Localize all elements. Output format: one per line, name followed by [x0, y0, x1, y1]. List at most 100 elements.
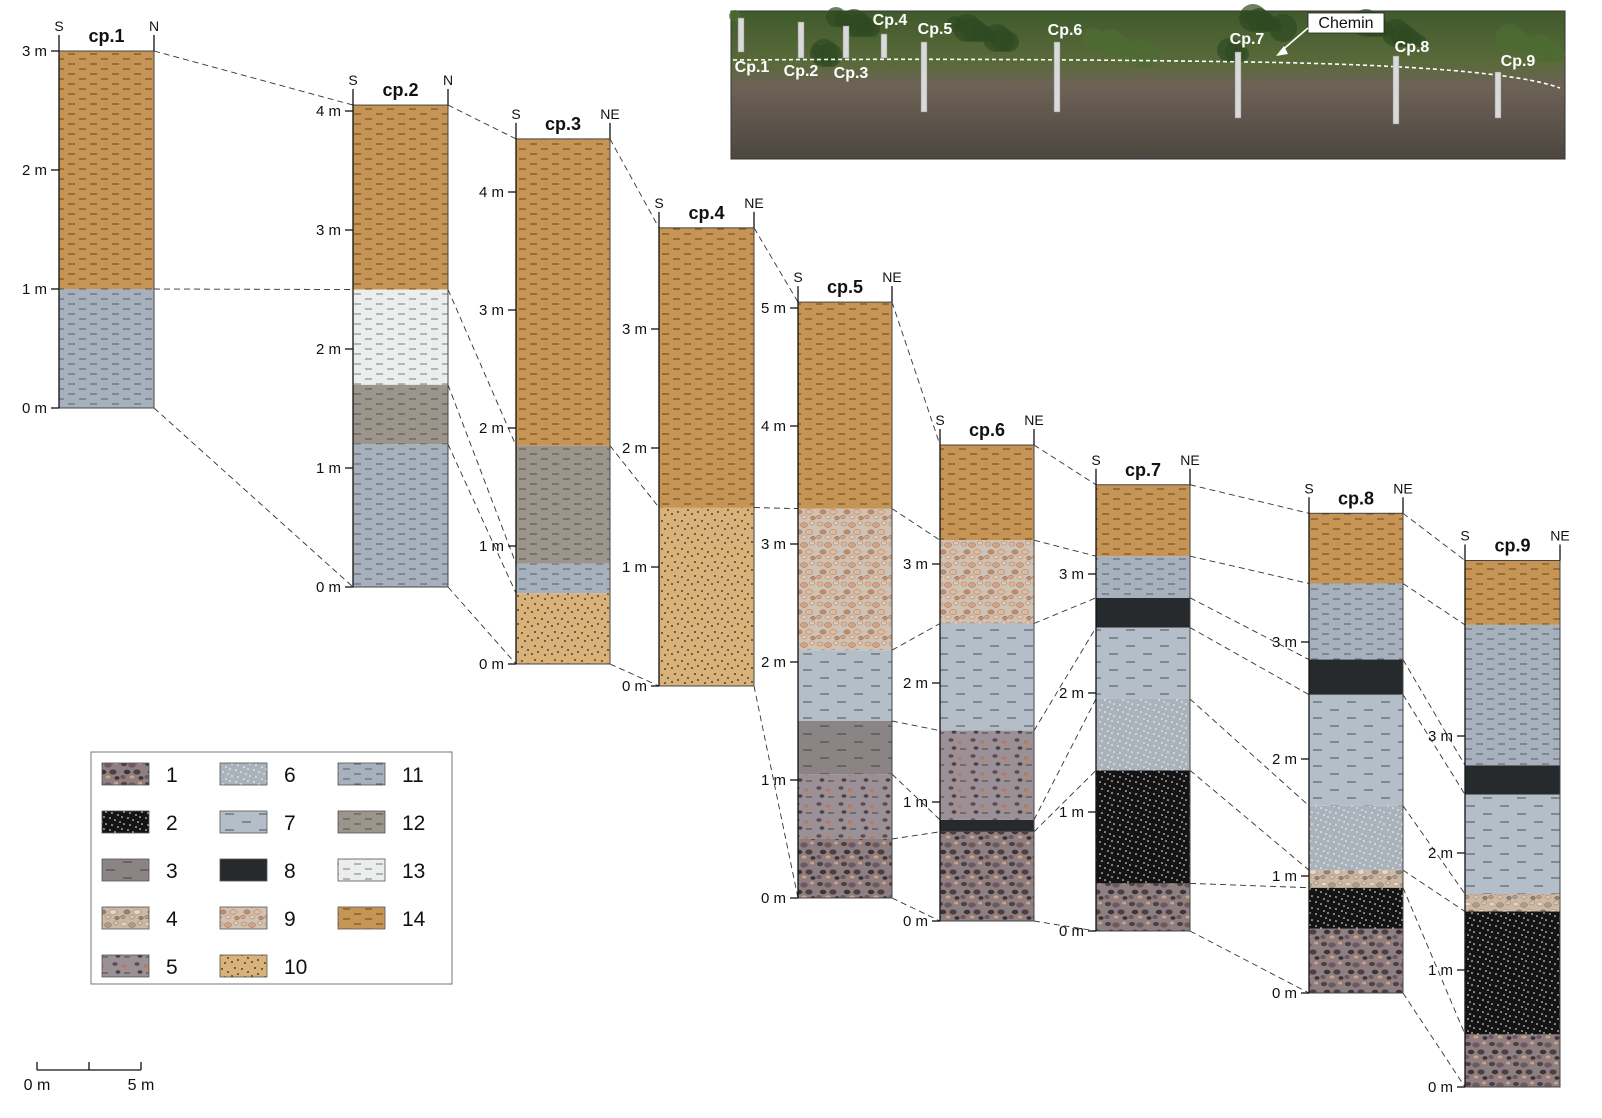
tick-label: 1 m [316, 460, 341, 477]
layer-8 [940, 819, 1034, 832]
tick-label: 5 m [761, 300, 786, 317]
legend-label: 6 [284, 764, 296, 787]
column-label: cp.5 [827, 277, 863, 297]
tick-label: 3 m [1059, 566, 1084, 583]
tick-label: 0 m [22, 400, 47, 417]
layer-7 [1465, 794, 1560, 894]
layer-12 [516, 445, 610, 564]
legend-swatch-8 [219, 858, 268, 882]
layer-2 [1096, 770, 1190, 884]
direction-label: N [149, 18, 159, 34]
correlation-line [447, 104, 517, 140]
layer-2 [1465, 911, 1560, 1035]
correlation-line [1189, 770, 1310, 871]
correlation-line [1033, 597, 1097, 624]
layer-14 [353, 105, 448, 290]
legend-label: 10 [284, 956, 307, 979]
correlation-line [753, 507, 799, 510]
tick-label: 3 m [1428, 728, 1453, 745]
correlation-line [753, 227, 799, 303]
legend-swatch-11 [337, 762, 386, 786]
layer-11 [59, 289, 154, 408]
direction-label: S [511, 106, 520, 122]
column-label: cp.9 [1494, 536, 1530, 556]
tick-label: 2 m [22, 162, 47, 179]
correlation-line [1033, 627, 1097, 731]
legend-label: 5 [166, 956, 178, 979]
profile-marker [842, 25, 850, 59]
layer-14 [1096, 484, 1190, 557]
correlation-line [1402, 512, 1466, 561]
layer-12 [353, 384, 448, 445]
legend-label: 2 [166, 812, 178, 835]
tick-label: 2 m [479, 420, 504, 437]
correlation-line [153, 407, 354, 588]
profile-marker [1053, 41, 1061, 113]
photo-profile-label: Cp.3 [834, 65, 869, 82]
layer-14 [1465, 560, 1560, 625]
direction-label: NE [600, 106, 619, 122]
layer-6 [1096, 698, 1190, 771]
legend-swatch-10 [219, 954, 268, 978]
layer-1 [1309, 928, 1403, 993]
tick-label: 1 m [22, 281, 47, 298]
tick-label: 3 m [479, 302, 504, 319]
legend-swatch-14 [337, 906, 386, 930]
correlation-line [753, 685, 799, 899]
correlation-line [891, 897, 941, 922]
direction-label: NE [882, 269, 901, 285]
tick-label: 0 m [479, 656, 504, 673]
legend-swatch-6 [219, 762, 268, 786]
layer-9 [798, 508, 892, 651]
photo-profile-label: Cp.4 [873, 12, 908, 29]
layer-10 [659, 507, 754, 686]
tick-label: 0 m [1059, 923, 1084, 940]
legend-swatch-7 [219, 810, 268, 834]
direction-label: NE [1550, 528, 1569, 544]
legend-label: 7 [284, 812, 296, 835]
profile-marker [1494, 71, 1502, 119]
correlation-line [1189, 597, 1310, 660]
tick-label: 1 m [1059, 804, 1084, 821]
photo-profile-label: Cp.8 [1395, 39, 1430, 56]
layer-7 [1309, 694, 1403, 806]
direction-label: NE [744, 195, 763, 211]
layer-11 [1096, 556, 1190, 598]
layer-11 [353, 444, 448, 587]
correlation-lines [153, 50, 1466, 1088]
profile-marker [797, 21, 805, 59]
photo-profile-label: Cp.7 [1230, 31, 1265, 48]
layer-11 [1309, 583, 1403, 660]
correlation-line [447, 384, 517, 564]
layer-2 [1309, 887, 1403, 929]
tick-label: 1 m [1272, 868, 1297, 885]
column-label: cp.6 [969, 420, 1005, 440]
correlation-line [1033, 770, 1097, 833]
layer-14 [940, 445, 1034, 541]
legend-swatch-5 [101, 954, 150, 978]
direction-label: N [443, 72, 453, 88]
direction-label: S [935, 412, 944, 428]
legend-label: 3 [166, 860, 178, 883]
layer-8 [1096, 597, 1190, 628]
legend-box [90, 751, 453, 985]
layer-9 [940, 540, 1034, 624]
legend-swatch-12 [337, 810, 386, 834]
correlation-line [1402, 992, 1466, 1088]
legend-label: 4 [166, 908, 178, 931]
tick-label: 3 m [1272, 634, 1297, 651]
scale-start-label: 0 m [24, 1077, 51, 1094]
correlation-line [1189, 484, 1310, 514]
tick-label: 3 m [903, 556, 928, 573]
correlation-line [1402, 887, 1466, 1035]
legend-label: 12 [402, 812, 425, 835]
direction-label: S [54, 18, 63, 34]
